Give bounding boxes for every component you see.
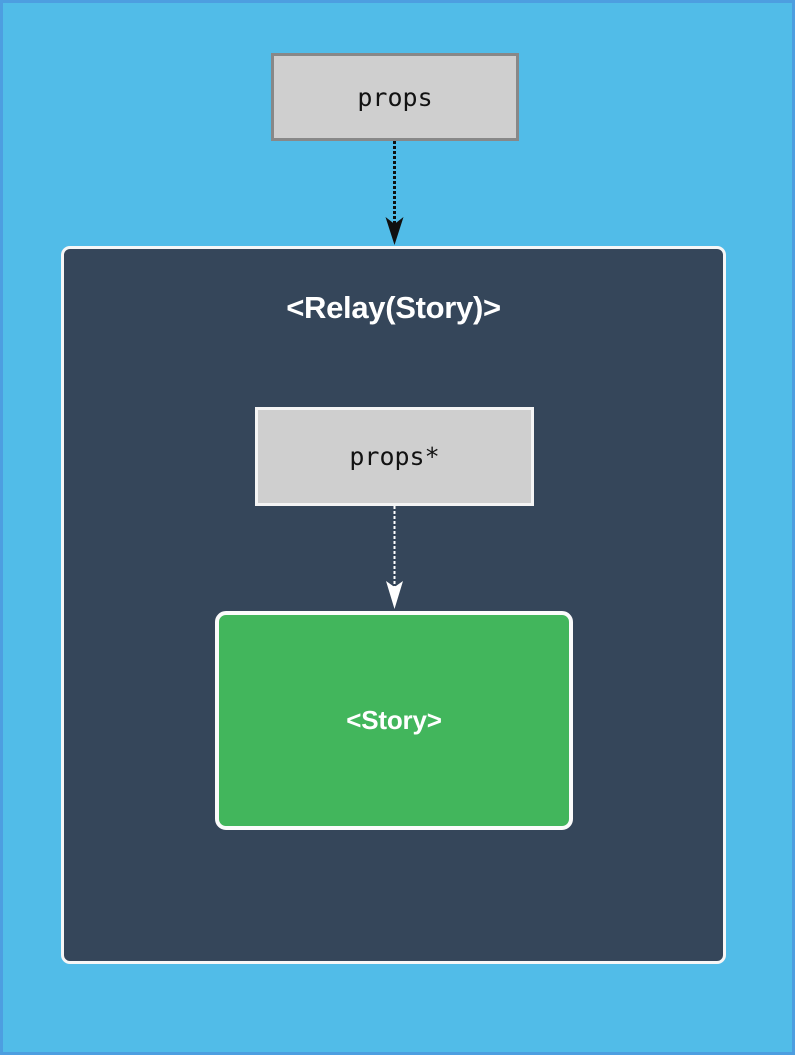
relay-story-container[interactable]: <Relay(Story)>	[61, 246, 726, 964]
story-component-label: <Story>	[346, 705, 442, 735]
story-component-box[interactable]: <Story>	[215, 611, 573, 830]
props-box-outer[interactable]: props	[271, 53, 519, 141]
props-to-relay-arrow	[385, 141, 404, 245]
relay-story-title: <Relay(Story)>	[286, 290, 501, 325]
props-box-inner-label: props*	[349, 442, 440, 471]
props-box-outer-label: props	[357, 82, 433, 112]
props-box-inner[interactable]: props*	[255, 407, 534, 506]
